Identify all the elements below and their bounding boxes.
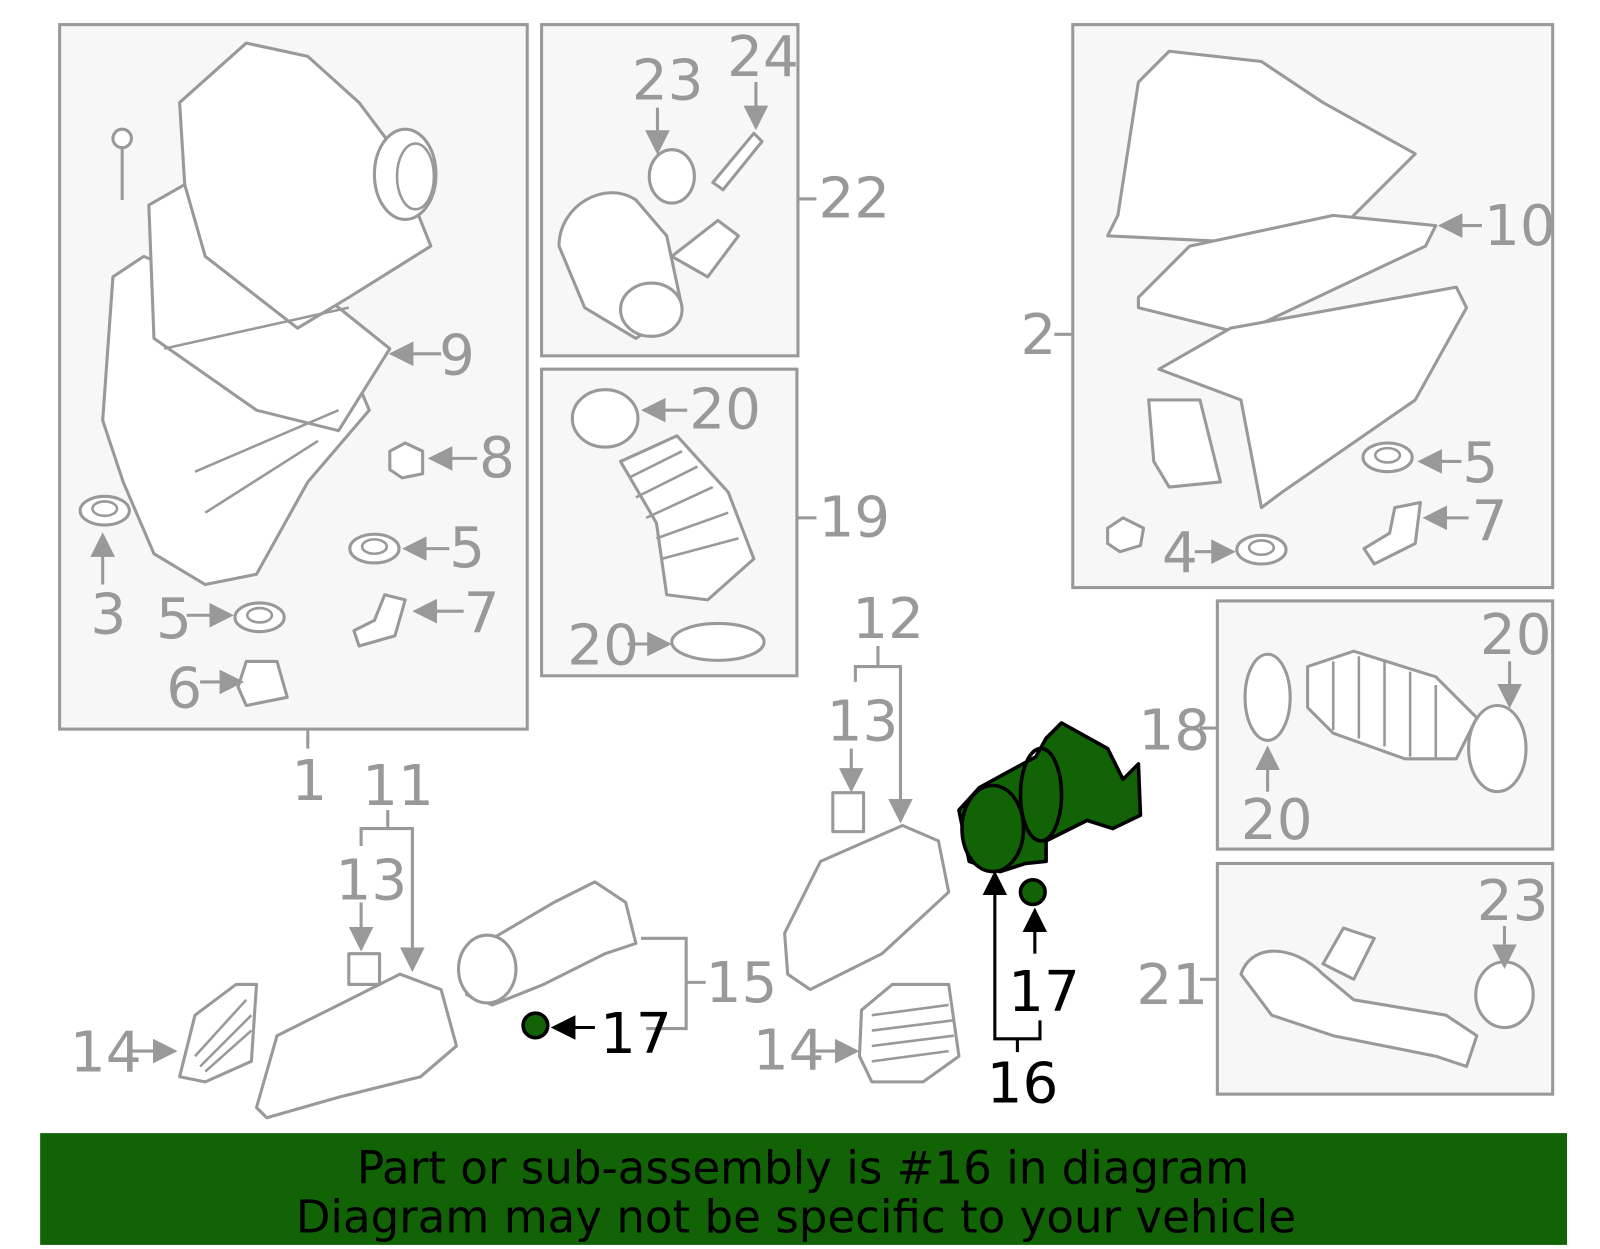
callout-24: 24 [727,25,799,90]
callout-2: 2 [1020,303,1056,368]
callout-3: 3 [90,583,126,648]
callout-14: 14 [753,1019,825,1084]
callout-13: 13 [827,689,899,754]
callout-8: 8 [479,426,515,491]
callout-13: 13 [335,848,407,913]
air-cleaner-housing-right [1106,49,1469,566]
callout-15: 15 [706,951,778,1016]
callout-6: 6 [166,657,202,722]
duct-11 [178,952,459,1120]
callout-4: 4 [1162,521,1198,586]
callout-11: 11 [362,754,434,819]
callout-5: 5 [449,516,485,581]
callout-20: 20 [689,378,761,443]
callout-17: 17 [1008,960,1080,1025]
callout-5: 5 [156,587,192,652]
callout-12: 12 [852,587,924,652]
adapter-15 [456,880,638,1040]
callout-5: 5 [1462,431,1498,496]
intake-duct-21 [1239,926,1535,1069]
duct-12 [783,791,961,1084]
callout-7: 7 [464,582,500,647]
small-parts-left [78,441,425,708]
callout-7: 7 [1472,489,1508,554]
intake-hose-18 [1243,649,1528,794]
callout-21: 21 [1136,953,1208,1018]
callout-10: 10 [1484,194,1556,259]
banner-disclaimer-text: Diagram may not be specific to your vehi… [296,1191,1296,1244]
callout-18: 18 [1138,699,1210,764]
callout-20: 20 [1480,603,1552,668]
callout-14: 14 [70,1021,142,1086]
callout-16-highlighted: 16 [987,1051,1059,1116]
banner-part-number-text: Part or sub-assembly is #16 in diagram [357,1141,1249,1194]
callout-1: 1 [291,749,327,814]
info-banner: Part or sub-assembly is #16 in diagram D… [40,1133,1568,1245]
callout-20: 20 [567,613,639,678]
callout-labels: 9 8 5 7 3 5 6 1 23 24 22 20 19 20 2 10 5… [70,25,1556,1116]
mass-airflow-sensor-22 [557,131,764,340]
callout-23: 23 [632,48,704,113]
intake-hose-19 [570,388,766,662]
callout-20: 20 [1241,788,1313,853]
callout-17: 17 [600,1002,672,1067]
callout-19: 19 [818,485,890,550]
part-16-airflow-housing-highlighted [957,721,1143,907]
callout-9: 9 [439,323,475,388]
callout-23: 23 [1477,869,1549,934]
air-cleaner-housing-left [101,41,438,587]
callout-22: 22 [818,166,890,231]
leader-lines [90,82,1522,1064]
